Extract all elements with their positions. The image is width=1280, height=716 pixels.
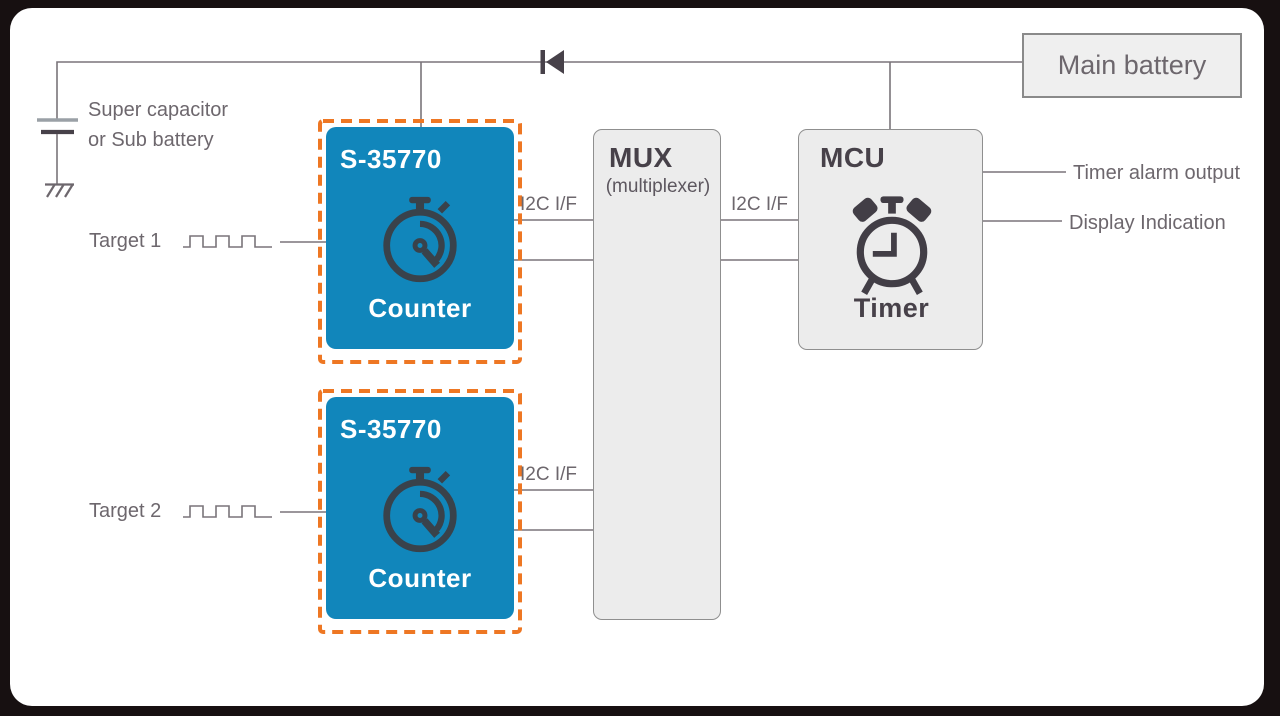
counter2-highlight-frame xyxy=(318,389,522,634)
backup-power-label: Super capacitor or Sub battery xyxy=(88,95,228,155)
target1-label: Target 1 xyxy=(89,230,162,252)
mux-block: MUX (multiplexer) xyxy=(593,129,721,620)
display-indication-label: Display Indication xyxy=(1069,212,1226,234)
capacitor-symbol xyxy=(37,118,78,184)
counter1-part-number: S-35770 xyxy=(340,144,442,174)
backup-power-label-line1: Super capacitor xyxy=(88,99,229,121)
mcu-role-label: Timer xyxy=(853,293,930,323)
counter2-bus-label: I2C I/F xyxy=(520,464,578,485)
timer-alarm-output-label: Timer alarm output xyxy=(1073,162,1241,184)
target2-label: Target 2 xyxy=(89,500,162,522)
stopwatch-icon xyxy=(383,196,457,283)
mux-name: MUX xyxy=(609,142,673,173)
mux-subtitle: (multiplexer) xyxy=(605,176,711,197)
counter1-role-label: Counter xyxy=(368,293,472,323)
counter1-highlight-frame xyxy=(318,119,522,364)
backup-power-label-line2: or Sub battery xyxy=(88,129,214,151)
alarm-clock-icon xyxy=(852,196,932,295)
main-battery-block: Main battery xyxy=(1022,33,1242,98)
counter1-block: S-35770 Counter xyxy=(326,127,514,349)
mcu-block: MCU Timer xyxy=(798,129,983,350)
mux-mcu-bus-label: I2C I/F xyxy=(731,194,789,215)
counter1-bus-label: I2C I/F xyxy=(520,194,578,215)
main-battery-label: Main battery xyxy=(1057,50,1207,80)
counter2-role-label: Counter xyxy=(368,563,472,593)
stopwatch-icon xyxy=(383,466,457,553)
ground-symbol xyxy=(45,183,74,198)
mcu-name: MCU xyxy=(820,142,886,173)
counter2-part-number: S-35770 xyxy=(340,414,442,444)
pulse-waveform-target1 xyxy=(183,235,326,248)
pulse-waveform-target2 xyxy=(183,505,326,518)
counter2-block: S-35770 Counter xyxy=(326,397,514,619)
diode-symbol xyxy=(540,50,564,74)
power-rail-wire xyxy=(56,61,1022,120)
